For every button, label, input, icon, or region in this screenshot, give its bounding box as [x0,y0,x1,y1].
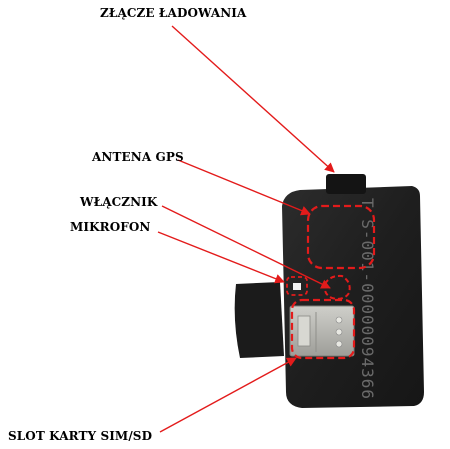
microphone-hole [293,283,301,290]
sim-contacts-left [297,315,311,347]
device-print-text: T S-001-00000094366 [358,198,377,400]
arrow-gps-antenna [177,159,311,216]
charging-connector [326,174,366,194]
side-cable-flap [234,282,284,358]
label-gps-antenna: ANTENA GPS [92,150,184,164]
arrow-sim-slot [159,357,297,433]
sim-slot-highlight [290,298,356,360]
label-charging-port: ZŁĄCZE ŁADOWANIA [100,6,247,20]
arrow-power-switch [161,205,331,289]
device-body [282,186,424,408]
arrow-microphone [157,231,285,284]
arrow-charging-port [171,25,335,173]
sim-contact-pin [335,316,343,324]
label-power-switch: WŁĄCZNIK [80,195,158,209]
label-microphone: MIKROFON [70,220,151,234]
sim-contact-pin [335,328,343,336]
gps-antenna-highlight [306,204,376,270]
power-switch-highlight [323,274,351,300]
microphone-highlight [286,276,308,296]
label-sim-sd-slot: SLOT KARTY SIM/SD [8,429,153,443]
sim-contact-pin [335,340,343,348]
